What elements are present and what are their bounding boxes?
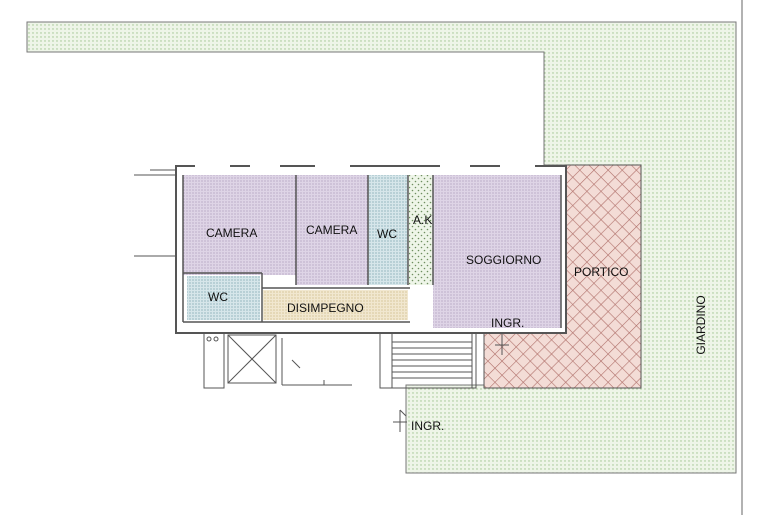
label-ingr-inner: INGR. [491, 316, 524, 330]
label-camera-2: CAMERA [306, 223, 357, 237]
label-ingr-outer: INGR. [411, 419, 444, 433]
label-ak: A.K [413, 213, 432, 227]
label-portico: PORTICO [574, 265, 628, 279]
label-disimpegno: DISIMPEGNO [287, 301, 364, 315]
interior-walls [182, 175, 562, 328]
room-wc-lower [187, 276, 260, 320]
room-disimpegno [263, 290, 408, 320]
label-wc-lower: WC [208, 290, 228, 304]
left-marks [134, 169, 176, 257]
label-wc-upper: WC [377, 227, 397, 241]
label-giardino: GIARDINO [694, 295, 708, 354]
room-camera-2 [296, 175, 368, 285]
entry-marker-outer [393, 409, 407, 432]
entry-marker-inner [495, 333, 509, 355]
stair-area [203, 332, 477, 389]
room-soggiorno [433, 175, 561, 328]
label-soggiorno: SOGGIORNO [466, 253, 541, 267]
room-camera-1 [183, 175, 296, 275]
room-ak [409, 175, 433, 285]
room-wc-upper [368, 175, 408, 285]
label-camera-1: CAMERA [206, 226, 257, 240]
